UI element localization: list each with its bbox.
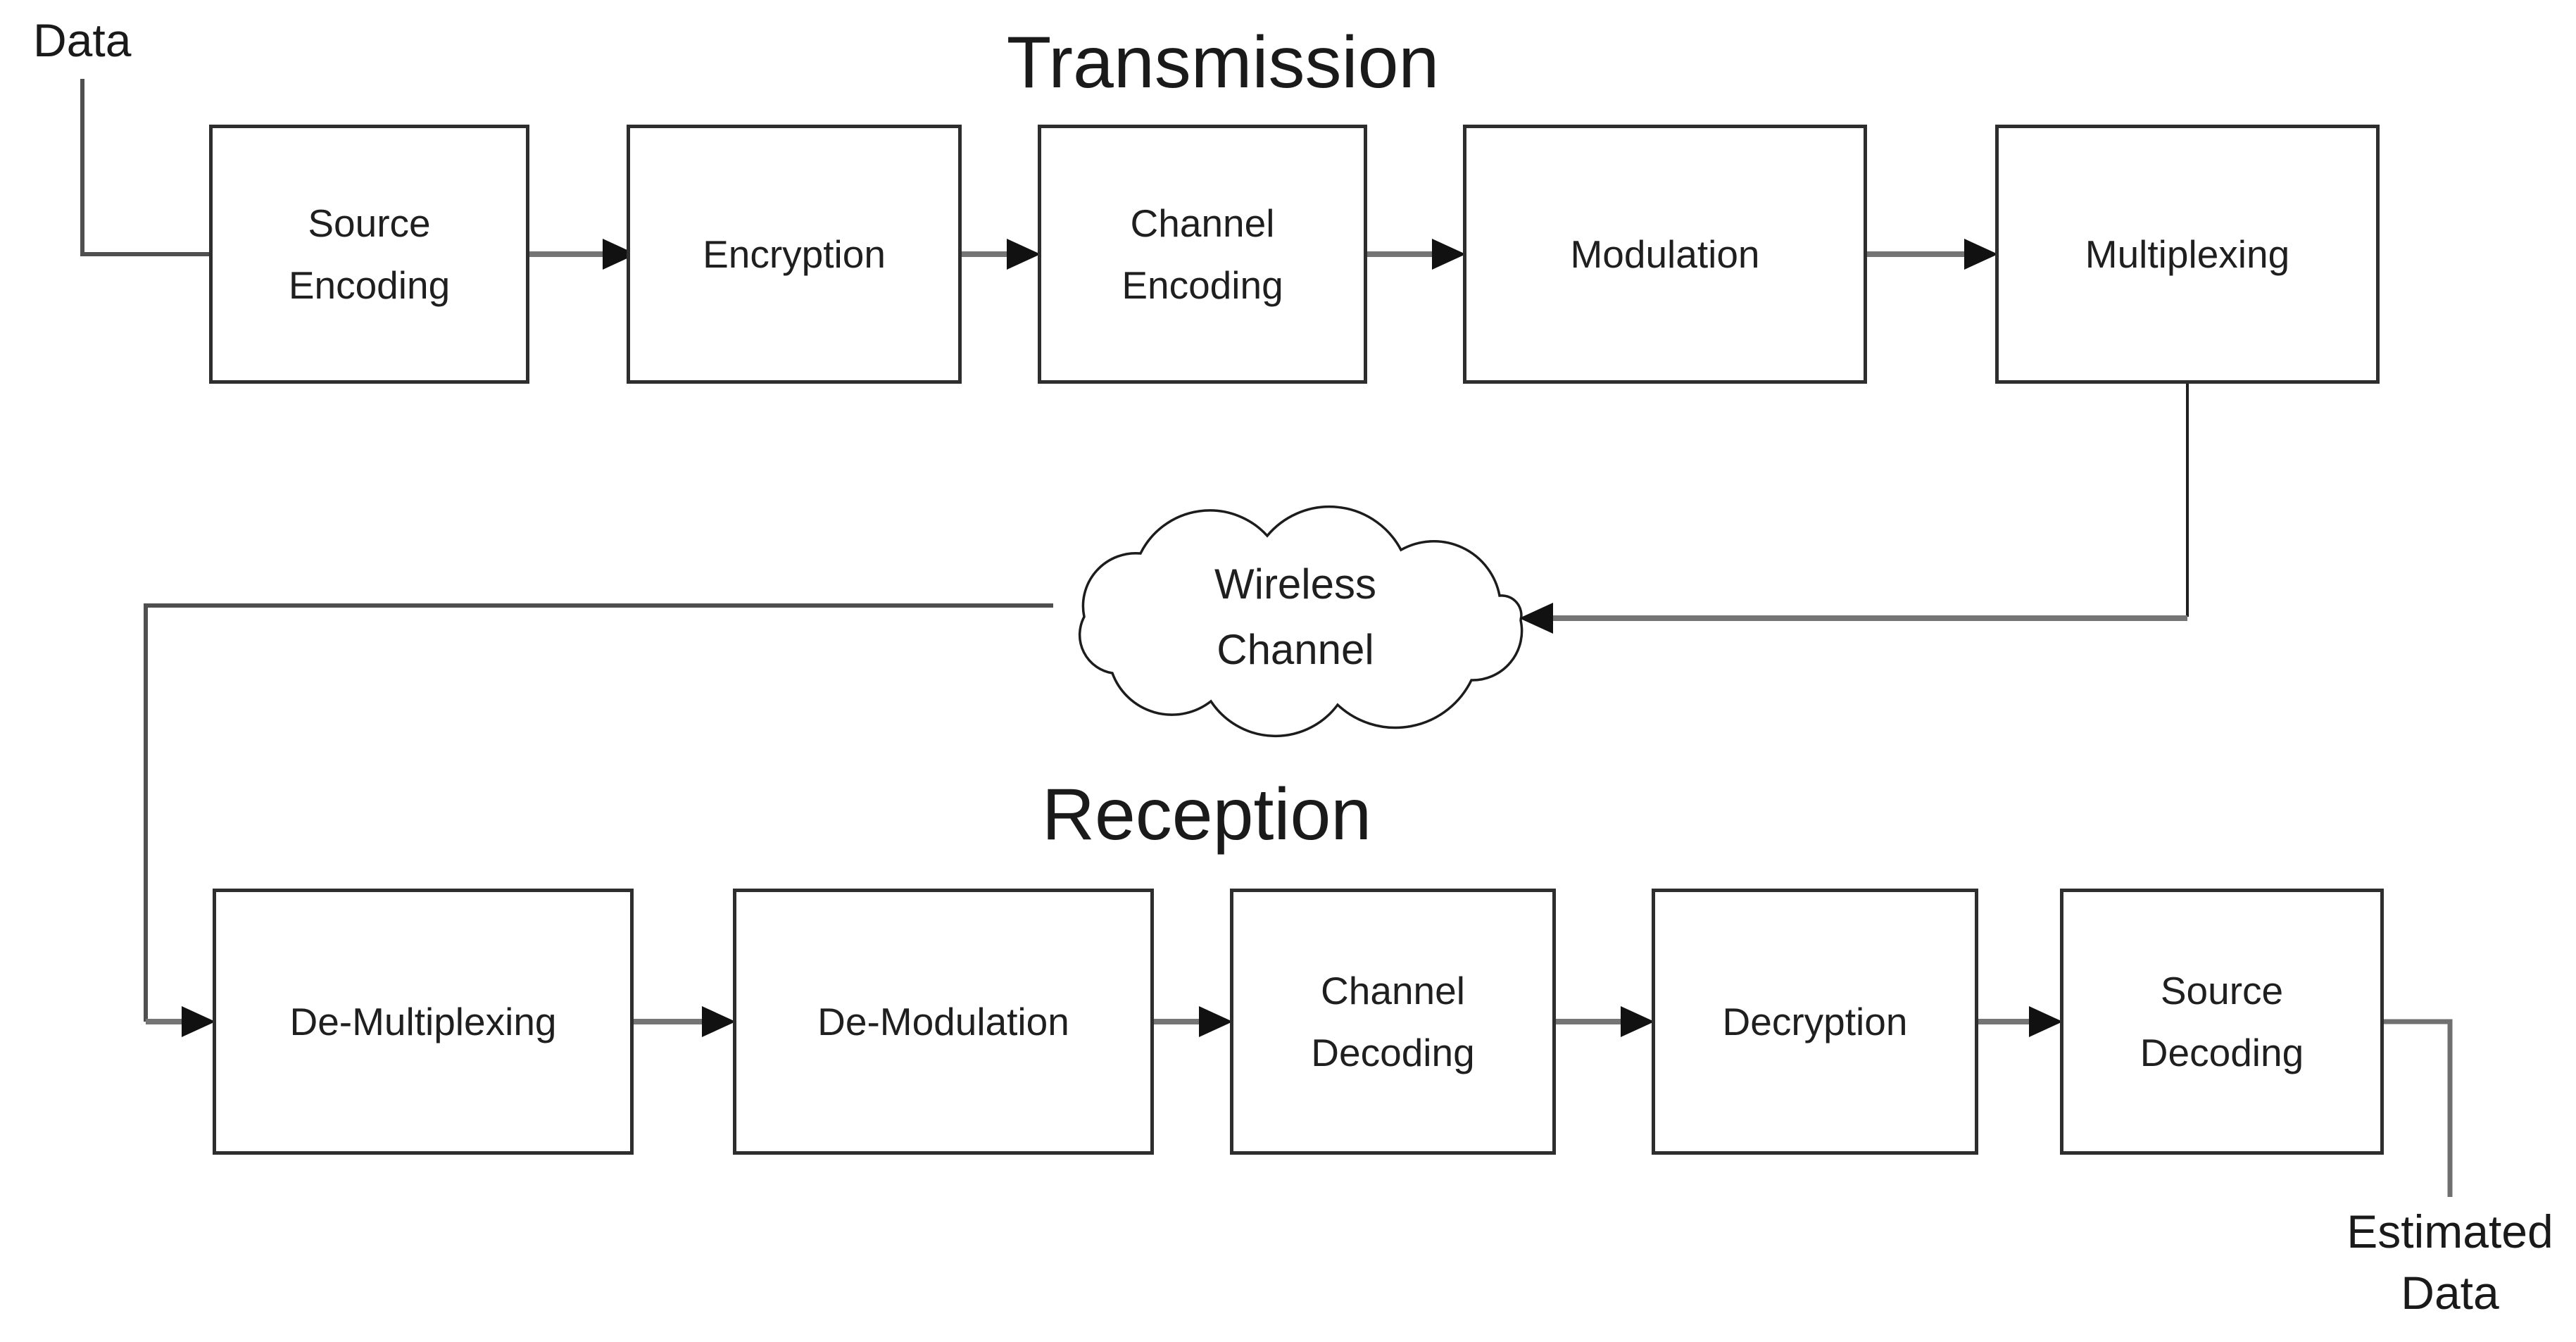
block-de-modulation: De-Modulation [733,889,1154,1155]
cloud-return-line [144,603,1053,1022]
arrowhead-de-modulation [702,1006,736,1037]
data-input-line [80,79,209,256]
reception-title: Reception [1041,774,1372,855]
arrowhead-multiplexing [1964,239,1998,270]
arrowhead-de-multiplexing [182,1006,215,1037]
block-de-multiplexing: De-Multiplexing [213,889,634,1155]
block-modulation: Modulation [1463,125,1867,384]
arrowhead-source-decoding [2029,1006,2063,1037]
arrowhead-modulation [1432,239,1466,270]
block-encryption: Encryption [627,125,962,384]
arrowhead-channel-decoding [1199,1006,1233,1037]
block-decryption: Decryption [1652,889,1978,1155]
wireless-channel-cloud-shape [1078,505,1523,738]
estimated-data-output-label: Estimated Data [2346,1205,2553,1319]
arrowhead-into-cloud [1519,603,1553,634]
block-source-encoding: Source Encoding [209,125,529,384]
arrowhead-encryption [603,239,636,270]
data-input-label: Data [33,14,132,66]
wireless-channel-label: Wireless Channel [1214,560,1376,673]
block-channel-decoding: Channel Decoding [1230,889,1556,1155]
block-channel-encoding: Channel Encoding [1038,125,1367,384]
transmission-title: Transmission [1006,22,1440,104]
estimated-data-output-line [2384,1019,2453,1197]
block-source-decoding: Source Decoding [2060,889,2384,1155]
arrowhead-decryption [1621,1006,1654,1037]
arrowhead-channel-encoding [1007,239,1041,270]
block-multiplexing: Multiplexing [1995,125,2380,384]
